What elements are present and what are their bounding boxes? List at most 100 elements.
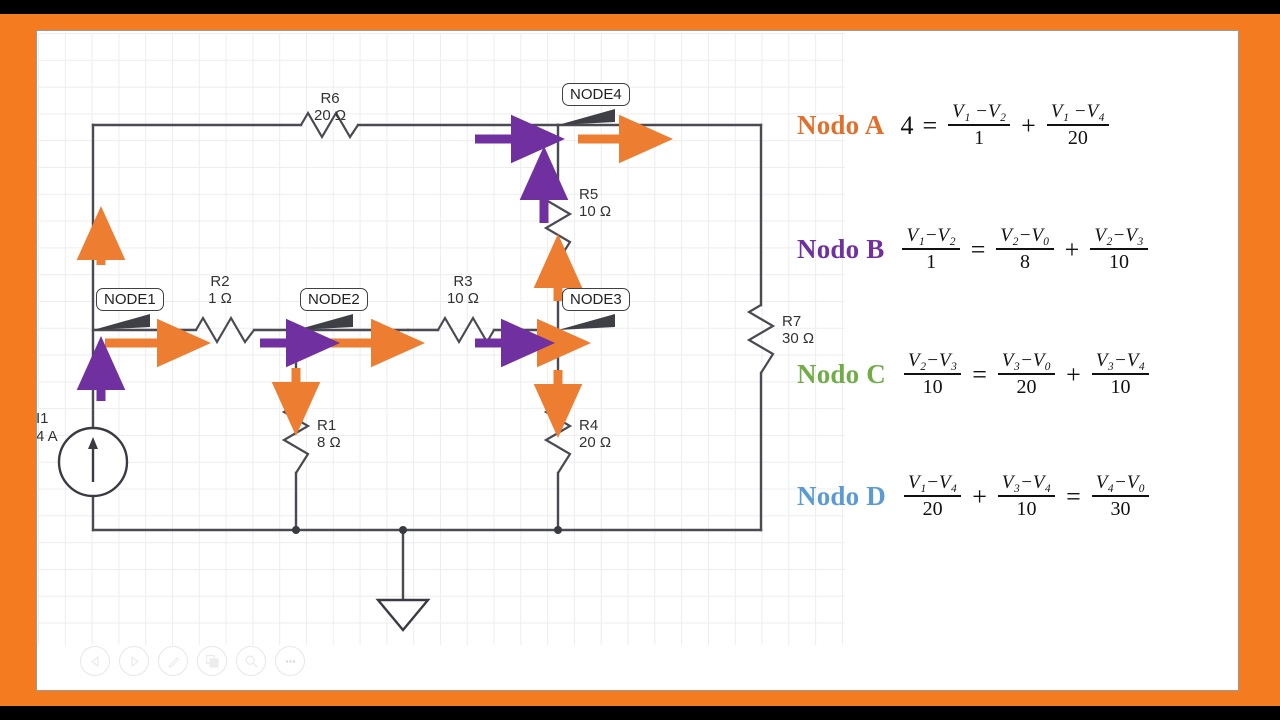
nodo-b-term-2-den: 10	[1108, 251, 1129, 273]
equation-nodo-d: Nodo D V₁−V₄ 20 + V₃−V₄ 10 = V	[797, 472, 1151, 521]
nodo-d-lhs-1: V₁−V₄ 20	[903, 472, 962, 521]
pen-icon	[167, 656, 179, 668]
nodo-a-term-2: V₁ −V₄ 20	[1046, 101, 1109, 150]
nodo-c-term-1-den: 20	[1016, 376, 1037, 398]
R1-value: 8 Ω	[317, 434, 341, 451]
equation-nodo-a: Nodo A 4 = V₁ −V₂ 1 + V₁ −V₄ 20	[797, 101, 1111, 150]
nodo-a-expression: 4 = V₁ −V₂ 1 + V₁ −V₄ 20	[900, 101, 1110, 150]
circuit-schematic	[57, 109, 776, 632]
nodo-d-lhs-2-den: 10	[1016, 498, 1037, 520]
R1-symbol	[281, 404, 311, 474]
nodo-b-term-1-num: V₂−V₀	[1000, 225, 1050, 246]
R4-symbol	[543, 404, 573, 474]
R2-name: R2	[210, 273, 230, 290]
node3-pointer	[558, 314, 615, 330]
R2-value: 1 Ω	[208, 290, 232, 307]
nodo-d-title: Nodo D	[797, 481, 886, 511]
ellipsis-icon	[285, 659, 295, 663]
nodo-d-lhs-1-den: 20	[922, 498, 943, 520]
R6-name: R6	[320, 90, 340, 107]
nodo-b-term-2: V₂−V₃ 10	[1090, 225, 1148, 274]
R3-symbol	[437, 315, 495, 345]
more-button[interactable]	[275, 646, 305, 676]
pen-button[interactable]	[158, 646, 188, 676]
nodo-a-term-1: V₁ −V₂ 1	[948, 101, 1011, 150]
triangle-right-icon	[130, 655, 139, 667]
I1-label: I1 4 A	[37, 410, 58, 446]
R5-value: 10 Ω	[579, 203, 612, 220]
nodo-c-title: Nodo C	[797, 359, 886, 389]
node2-callout[interactable]: NODE2	[300, 288, 368, 311]
R7-label: R7 30 Ω	[782, 313, 814, 347]
orange-current-arrows	[76, 114, 673, 438]
R4-name: R4	[579, 417, 599, 434]
nodo-b-term-1: V₂−V₀ 8	[996, 225, 1054, 274]
nodo-b-title: Nodo B	[797, 234, 885, 264]
R3-value: 10 Ω	[446, 290, 480, 307]
nodo-d-plus: +	[972, 481, 987, 511]
letterbox-bottom	[0, 706, 1280, 720]
I1-value: 4 A	[37, 428, 58, 445]
schematic-grid: R6 20 Ω R5 10 Ω R2 1 Ω R3 10 Ω R7 30 Ω R…	[37, 33, 845, 645]
R4-label: R4 20 Ω	[579, 417, 611, 451]
node4-callout[interactable]: NODE4	[562, 83, 630, 106]
nodo-a-term-1-num: V₁ −V₂	[952, 101, 1007, 122]
junction-dots	[292, 526, 562, 534]
nodo-b-expression: V₁−V₂ 1 = V₂−V₀ 8 + V₂−V₃ 10	[900, 225, 1149, 274]
nodo-d-relation: =	[1066, 481, 1081, 511]
R1-name: R1	[317, 417, 337, 434]
triangle-left-icon	[90, 655, 99, 667]
nodo-c-lhs-num: V₂−V₃	[907, 350, 958, 371]
fraction-bar	[997, 373, 1056, 375]
R6-symbol	[300, 110, 359, 140]
R1-label: R1 8 Ω	[317, 417, 341, 451]
R2-symbol	[195, 315, 255, 345]
node1-pointer	[93, 314, 150, 330]
copy-button[interactable]	[197, 646, 227, 676]
node4-label: NODE4	[570, 86, 622, 103]
nodo-c-term-2: V₃−V₄ 10	[1091, 350, 1150, 399]
R2-label: R2 1 Ω	[193, 273, 247, 307]
R3-label: R3 10 Ω	[436, 273, 490, 307]
R5-label: R5 10 Ω	[579, 186, 611, 220]
nodo-a-lhs: 4	[900, 110, 914, 140]
nodo-a-term-1-den: 1	[974, 127, 985, 149]
R5-symbol	[543, 192, 573, 262]
nodo-b-lhs-num: V₁−V₂	[906, 225, 956, 246]
nodo-c-lhs-den: 10	[922, 376, 943, 398]
node3-callout[interactable]: NODE3	[562, 288, 630, 311]
fraction-bar	[948, 124, 1011, 126]
slide-panel: R6 20 Ω R5 10 Ω R2 1 Ω R3 10 Ω R7 30 Ω R…	[37, 31, 1238, 690]
node1-callout[interactable]: NODE1	[96, 288, 164, 311]
node3-label: NODE3	[570, 291, 622, 308]
previous-button[interactable]	[80, 646, 110, 676]
nodo-d-expression: V₁−V₄ 20 + V₃−V₄ 10 = V₄−V₀ 30	[902, 472, 1151, 521]
nodo-c-term-2-den: 10	[1110, 376, 1131, 398]
nodo-c-relation: =	[972, 359, 987, 389]
nodo-c-lhs: V₂−V₃ 10	[903, 350, 962, 399]
nodo-b-relation: =	[970, 234, 986, 264]
player-toolbar[interactable]	[80, 646, 305, 676]
nodo-b-lhs: V₁−V₂ 1	[902, 225, 960, 274]
fraction-bar	[902, 248, 960, 250]
zoom-button[interactable]	[236, 646, 266, 676]
node1-label: NODE1	[104, 291, 156, 308]
nodo-c-plus: +	[1066, 359, 1081, 389]
R6-label: R6 20 Ω	[314, 90, 346, 124]
nodo-d-term-1: V₄−V₀ 30	[1091, 472, 1150, 521]
equation-list: Nodo A 4 = V₁ −V₂ 1 + V₁ −V₄ 20	[797, 101, 1237, 621]
nodo-a-term-2-num: V₁ −V₄	[1050, 101, 1105, 122]
R7-name: R7	[782, 313, 802, 330]
next-button[interactable]	[119, 646, 149, 676]
nodo-a-title: Nodo A	[797, 110, 885, 140]
magnifier-icon	[245, 655, 257, 667]
nodo-b-term-1-den: 8	[1020, 251, 1031, 273]
node4-pointer	[558, 109, 615, 125]
node2-label: NODE2	[308, 291, 360, 308]
fraction-bar	[1091, 373, 1150, 375]
nodo-d-lhs-2-num: V₃−V₄	[1001, 472, 1052, 493]
equation-nodo-c: Nodo C V₂−V₃ 10 = V₃−V₀ 20 + V	[797, 350, 1151, 399]
fraction-bar	[997, 495, 1056, 497]
nodo-c-term-2-num: V₃−V₄	[1095, 350, 1146, 371]
